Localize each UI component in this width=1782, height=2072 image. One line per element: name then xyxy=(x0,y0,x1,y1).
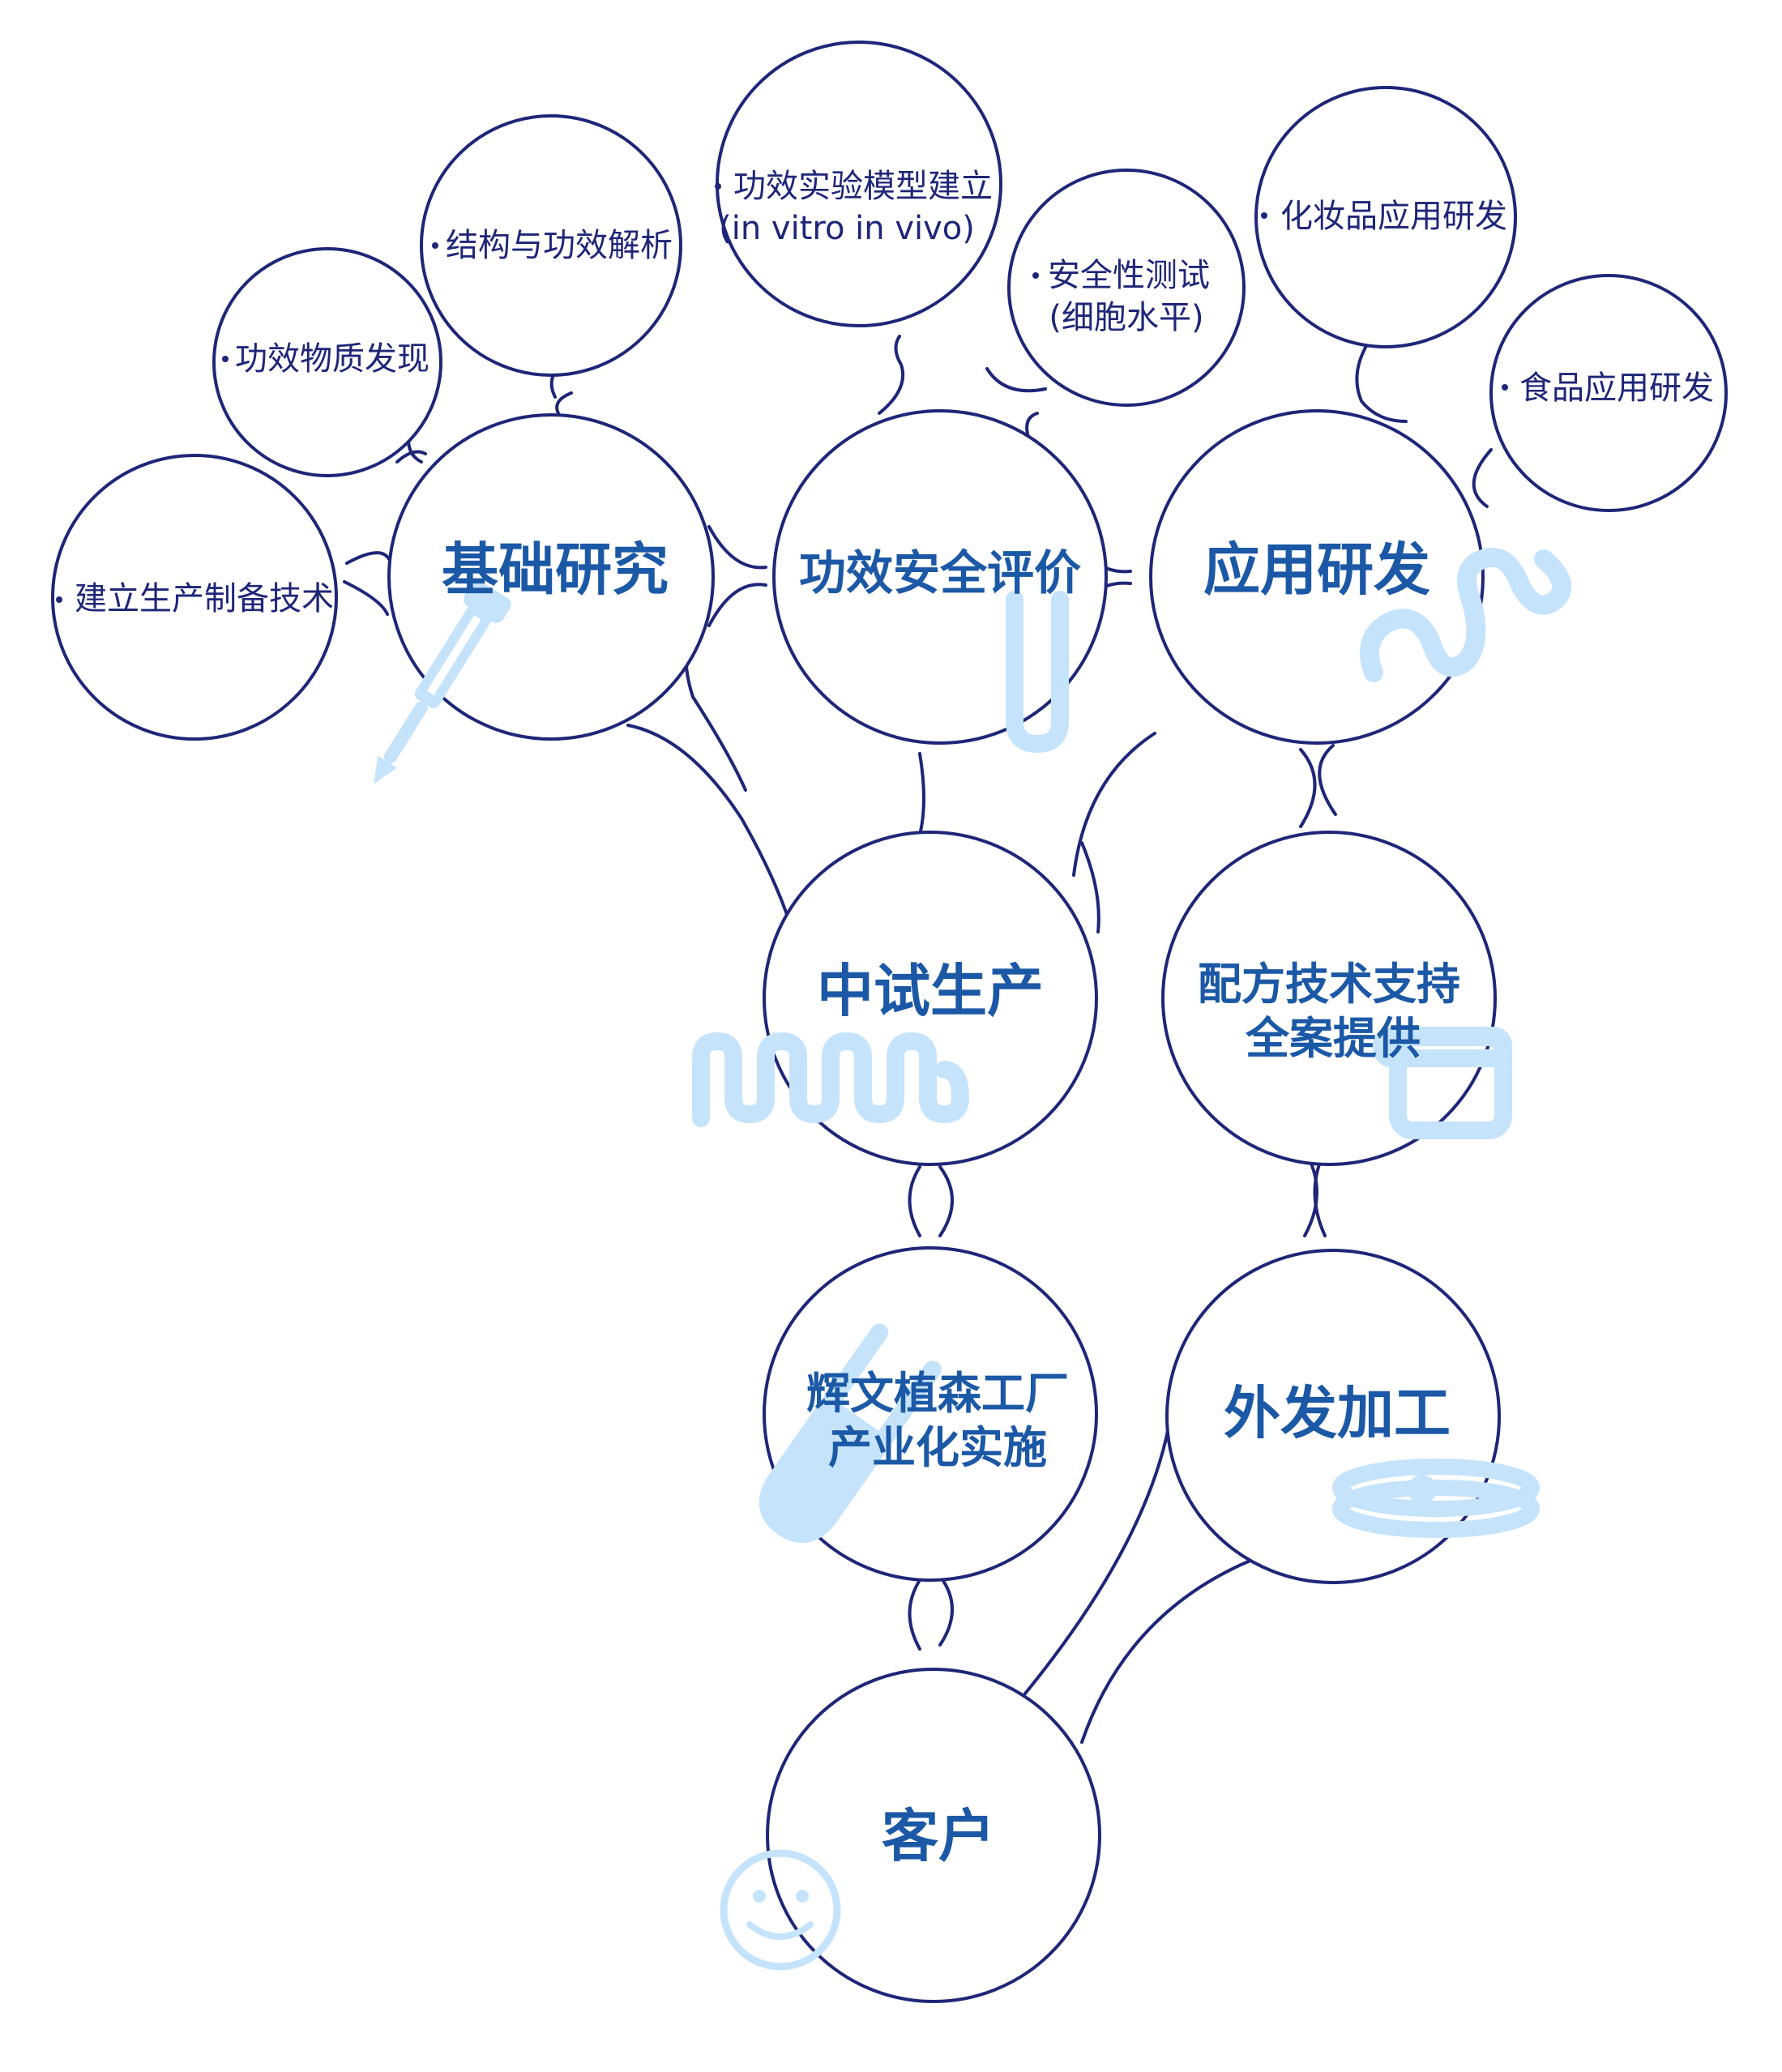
wave-icon xyxy=(1360,548,1572,682)
label-safety-2: (细胞水平) xyxy=(1049,299,1203,336)
label-pilot-production: 中试生产 xyxy=(817,958,1044,1024)
label-model-1: 功效实验模型建立 xyxy=(733,168,993,205)
label-customer: 客户 xyxy=(882,1803,995,1869)
sub-bubbles xyxy=(51,41,1728,741)
connector-outsource-customer xyxy=(1023,1412,1173,1695)
label-basic-research: 基础研究 xyxy=(442,536,669,603)
connector-factory-customer xyxy=(908,1579,921,1651)
label-food: 食品应用研发 xyxy=(1519,370,1714,407)
bubble-application-rd xyxy=(1149,409,1485,745)
bubble-production-tech xyxy=(51,454,338,741)
connector-basic-pilot xyxy=(626,724,792,925)
main-labels: 基础研究 功效安全评价 应用研发 中试生产 配方技术支持 全案提供 辉文植森工厂… xyxy=(442,536,1460,1869)
dropper-icon xyxy=(374,580,511,784)
label-formula-support-2: 全案提供 xyxy=(1245,1013,1421,1064)
label-production-tech: 建立生产制备技术 xyxy=(75,580,334,617)
bubble-discovery xyxy=(212,247,442,477)
bubble-structure xyxy=(420,114,682,377)
bubble-safety xyxy=(1007,169,1246,407)
label-application-rd: 应用研发 xyxy=(1203,536,1430,603)
connector-basic-efficacy xyxy=(707,525,767,570)
zigzag-wave-icon xyxy=(692,1032,969,1127)
bubble-cosmetics xyxy=(1254,86,1517,348)
label-efficacy-safety: 功效安全评价 xyxy=(799,545,1081,600)
label-factory-2: 产业化实施 xyxy=(828,1422,1047,1473)
decorations xyxy=(374,548,1572,1971)
label-outsourcing: 外发加工 xyxy=(1224,1380,1451,1446)
label-cosmetics: 化妆品应用研发 xyxy=(1280,198,1507,235)
bubble-formula-support xyxy=(1161,831,1497,1166)
connector-cosmetics-app xyxy=(1355,339,1408,423)
label-formula-support-1: 配方技术支持 xyxy=(1198,959,1460,1010)
label-structure: 结构与功效解析 xyxy=(446,227,673,264)
smiley-icon xyxy=(720,1849,841,1971)
connector-food-app xyxy=(1472,448,1493,508)
label-discovery: 功效物质发现 xyxy=(235,340,429,378)
connector-app-formula xyxy=(1318,744,1337,816)
label-factory-1: 辉文植森工厂 xyxy=(806,1368,1069,1419)
label-model-2: (in vitro in vivo) xyxy=(719,210,975,247)
connector-production-basic xyxy=(343,580,389,616)
bubble-pilot-production xyxy=(763,831,1098,1166)
petri-dish-icon xyxy=(1332,1459,1540,1538)
sub-labels: 建立生产制备技术 功效物质发现 结构与功效解析 功效实验模型建立 (in vit… xyxy=(56,168,1714,617)
bubble-customer xyxy=(766,1668,1101,2003)
beaker-icon xyxy=(1373,1027,1512,1139)
connector-model-efficacy xyxy=(878,335,905,415)
connector-app-pilot xyxy=(1072,732,1156,877)
main-bubbles xyxy=(387,409,1501,2003)
bubble-food xyxy=(1489,274,1728,512)
connector-pilot-factory xyxy=(908,1165,921,1237)
label-safety-1: 安全性测试 xyxy=(1048,257,1210,294)
tube-icon xyxy=(759,1323,942,1543)
bubble-basic-research xyxy=(387,413,715,741)
test-tube-icon xyxy=(1006,591,1069,753)
